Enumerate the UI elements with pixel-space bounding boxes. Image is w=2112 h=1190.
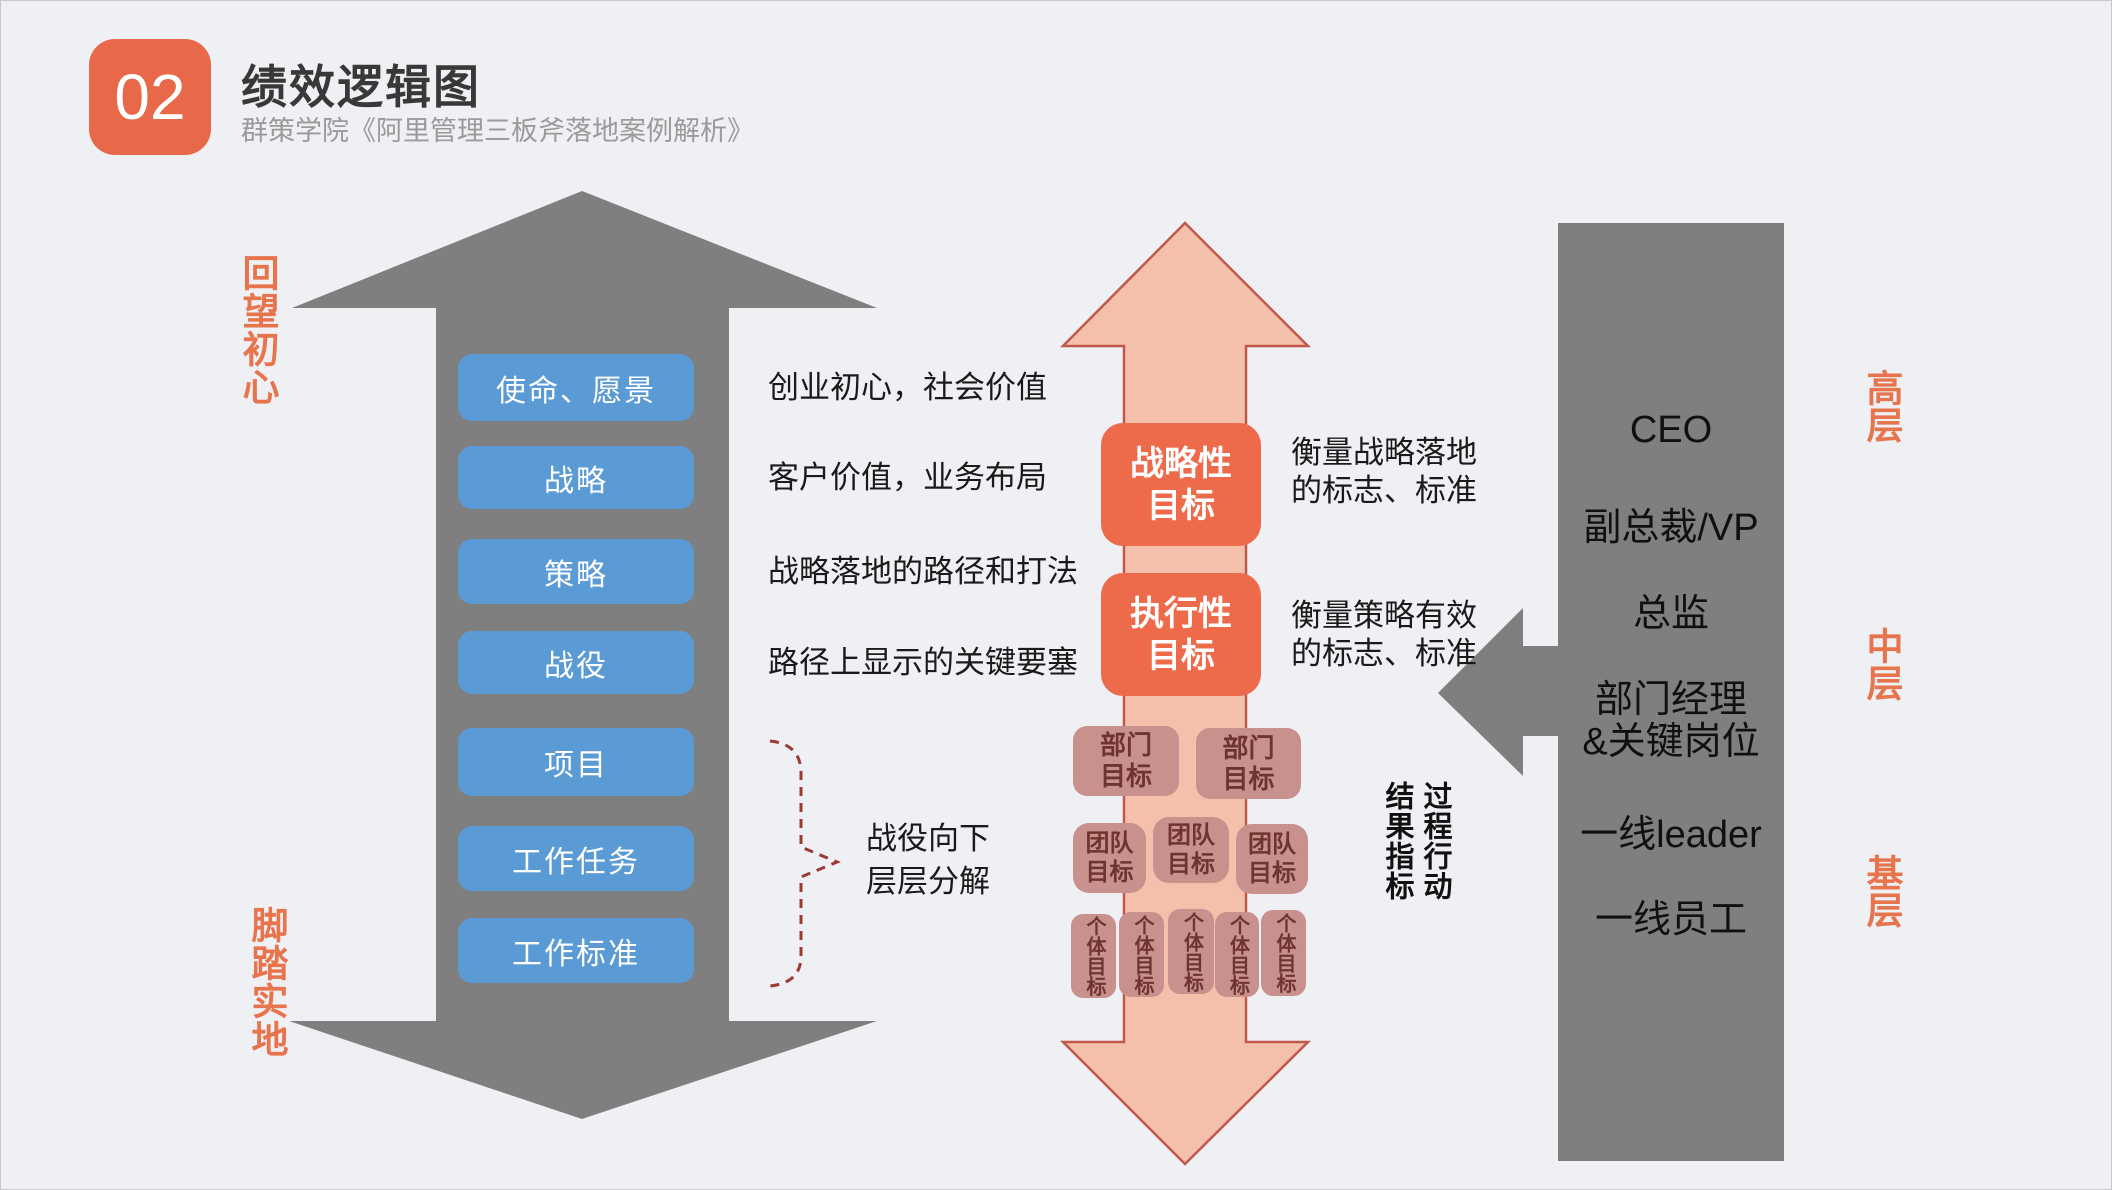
ladder-desc-tactics: 战略落地的路径和打法 <box>768 554 1078 589</box>
role-frontline-staff: 一线员工 <box>1594 899 1747 941</box>
section-number-badge: 02 <box>89 39 211 155</box>
ladder-box-mission: 使命、愿景 <box>458 354 694 421</box>
process-action-label: 过程行动 <box>1419 781 1451 901</box>
team-goal-box: 团队 目标 <box>1153 817 1229 883</box>
ladder-box-project: 项目 <box>458 728 694 796</box>
brace-note-line2: 层层分解 <box>866 864 990 899</box>
dashed-brace-shape <box>769 739 841 988</box>
strategic-goal-note: 衡量战略落地 的标志、标准 <box>1291 435 1477 508</box>
role-vp: 副总裁/VP <box>1583 507 1759 549</box>
role-dept-manager: 部门经理 &关键岗位 <box>1582 679 1760 763</box>
ladder-box-standard: 工作标准 <box>458 918 694 983</box>
individual-goal-box: 个体目标 <box>1215 912 1259 997</box>
individual-goal-box: 个体目标 <box>1168 909 1214 994</box>
org-column-shape <box>1558 223 1784 1161</box>
level-senior: 高层 <box>1861 369 1902 443</box>
label-huiwangchuxin: 回望初心 <box>237 254 278 406</box>
executive-goal-box: 执行性 目标 <box>1101 573 1261 696</box>
level-middle: 中层 <box>1861 627 1902 701</box>
individual-goal-box: 个体目标 <box>1119 912 1164 997</box>
individual-goal-box: 个体目标 <box>1261 910 1306 996</box>
left-pointing-arrow-shape <box>1438 608 1563 776</box>
strategic-goal-box: 战略性 目标 <box>1101 423 1261 546</box>
role-ceo: CEO <box>1629 409 1713 451</box>
ladder-box-strategy: 战略 <box>458 446 694 509</box>
executive-goal-note: 衡量策略有效 的标志、标准 <box>1291 598 1477 671</box>
page-subtitle: 群策学院《阿里管理三板斧落地案例解析》 <box>241 116 754 146</box>
level-base: 基层 <box>1861 854 1902 928</box>
role-frontline-leader: 一线leader <box>1580 814 1762 856</box>
team-goal-box: 团队 目标 <box>1073 823 1146 893</box>
role-director: 总监 <box>1632 593 1709 635</box>
ladder-desc-campaign: 路径上显示的关键要塞 <box>768 645 1078 680</box>
brace-note-line1: 战役向下 <box>866 821 990 856</box>
dept-goal-box: 部门 目标 <box>1073 726 1179 796</box>
ladder-box-tactics: 策略 <box>458 539 694 604</box>
ladder-box-campaign: 战役 <box>458 631 694 694</box>
individual-goal-box: 个体目标 <box>1071 914 1116 998</box>
ladder-desc-mission: 创业初心，社会价值 <box>768 370 1047 405</box>
label-jiaotashidi: 脚踏实地 <box>246 906 287 1058</box>
ladder-desc-strategy: 客户价值，业务布局 <box>768 460 1047 495</box>
page-title: 绩效逻辑图 <box>241 61 481 113</box>
team-goal-box: 团队 目标 <box>1236 824 1308 894</box>
dept-goal-box: 部门 目标 <box>1196 728 1301 799</box>
result-indicator-label: 结果指标 <box>1381 781 1413 901</box>
ladder-box-task: 工作任务 <box>458 826 694 891</box>
